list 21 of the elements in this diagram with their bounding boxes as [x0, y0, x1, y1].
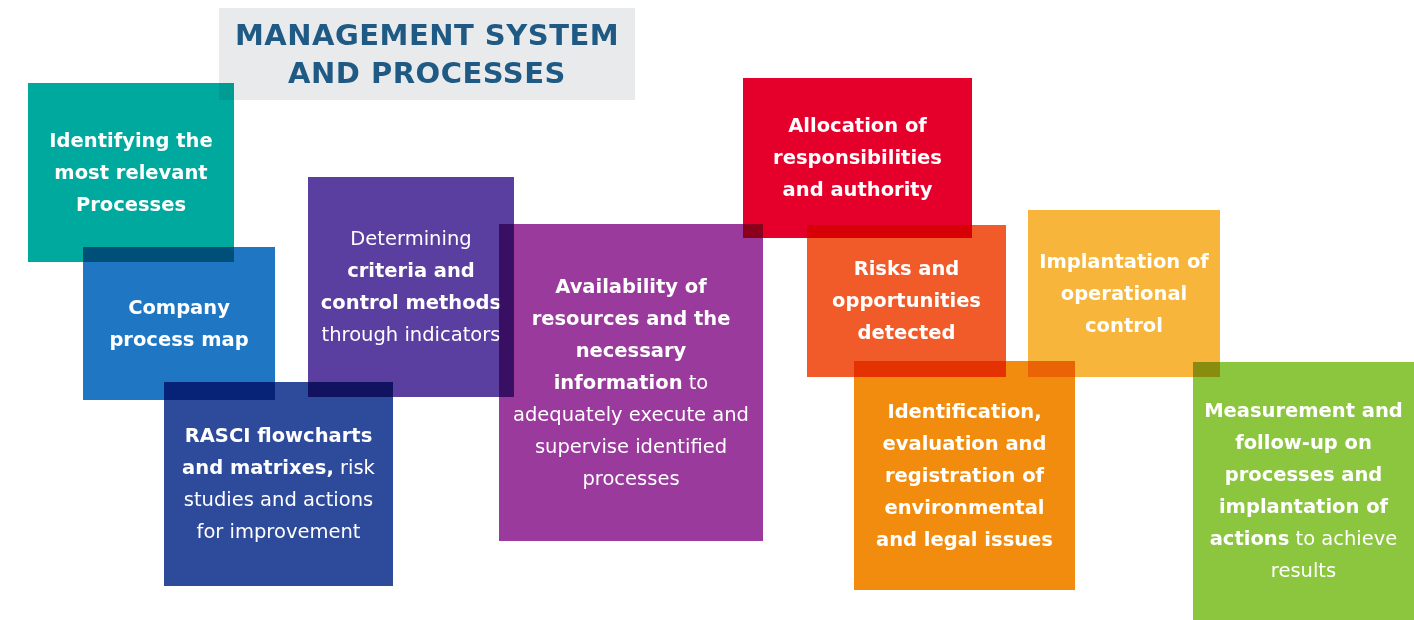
step-text: Availability of resources and the necessary information to adequately execute and supervise identified processes — [512, 273, 750, 492]
process-square — [854, 361, 1075, 590]
step-text: Identifying the most relevant Processes — [48, 127, 214, 218]
process-square — [499, 224, 763, 541]
process-square — [1193, 362, 1414, 620]
step-text: Measurement and follow-up on processes and implantation of actions to achieve results — [1203, 398, 1404, 584]
process-square — [83, 247, 275, 400]
title: MANAGEMENT SYSTEM AND PROCESSES — [219, 8, 635, 100]
step-text: Risks and opportunities detected — [831, 256, 982, 346]
step-text: Identification, evaluation and registration of environmental and legal issues — [875, 398, 1054, 553]
process-square — [308, 177, 514, 397]
process-square — [807, 225, 1006, 377]
step-text: Determining criteria and control methods through indicators — [319, 226, 503, 348]
process-square — [28, 83, 234, 262]
process-square — [1028, 210, 1220, 377]
step-text: RASCI flowcharts and matrixes, risk studies and actions for improvement — [181, 423, 376, 545]
step-text: Company process map — [108, 294, 250, 353]
step-text: Implantation of operational control — [1038, 248, 1210, 339]
step-text: Allocation of responsibilities and authority — [772, 113, 943, 203]
process-square — [164, 382, 393, 586]
process-square — [743, 78, 972, 238]
